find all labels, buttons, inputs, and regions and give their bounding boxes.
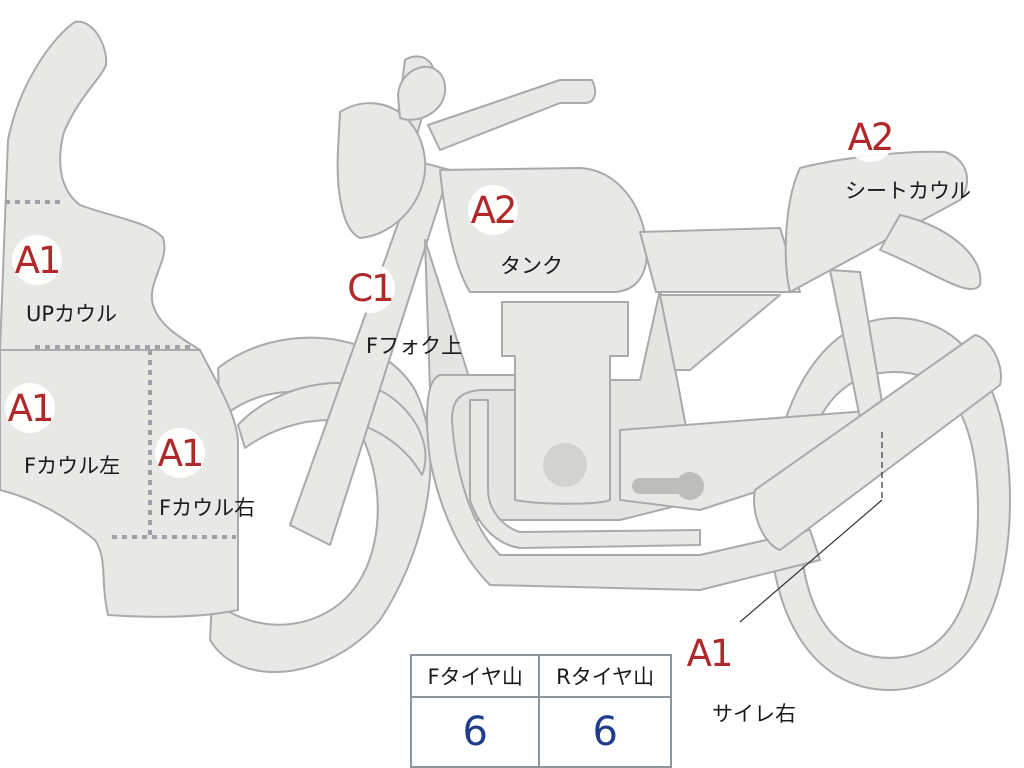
- seat-cowl-grade: A2: [845, 112, 895, 162]
- tire-tread-header-row: Fタイヤ山 Rタイヤ山: [411, 655, 671, 697]
- f-fork-upper-label: Fフォク上: [366, 330, 462, 360]
- rear-tire-tread-header: Rタイヤ山: [539, 655, 671, 697]
- f-fork-upper-grade: C1: [345, 263, 395, 313]
- f-cowl-left-label: Fカウル左: [24, 450, 120, 480]
- up-cowl-grade: A1: [12, 235, 62, 285]
- up-cowl-label: UPカウル: [26, 298, 117, 328]
- muffler-right-grade: A1: [684, 628, 734, 678]
- f-cowl-left-grade: A1: [5, 383, 55, 433]
- front-tire-tread-header: Fタイヤ山: [411, 655, 539, 697]
- f-cowl-right-label: Fカウル右: [159, 492, 255, 522]
- tank-label: タンク: [500, 250, 563, 280]
- f-cowl-right-grade: A1: [155, 428, 205, 478]
- tire-tread-value-row: 6 6: [411, 697, 671, 767]
- rear-tire-tread-value: 6: [539, 697, 671, 767]
- handlebar: [428, 80, 595, 150]
- front-tire-tread-value: 6: [411, 697, 539, 767]
- muffler-right-label: サイレ右: [712, 698, 796, 728]
- tire-tread-table: Fタイヤ山 Rタイヤ山 6 6: [410, 654, 672, 768]
- seat: [640, 228, 800, 292]
- tank-grade: A2: [468, 185, 518, 235]
- seat-cowl-label: シートカウル: [845, 175, 971, 205]
- engine-cover: [543, 443, 587, 487]
